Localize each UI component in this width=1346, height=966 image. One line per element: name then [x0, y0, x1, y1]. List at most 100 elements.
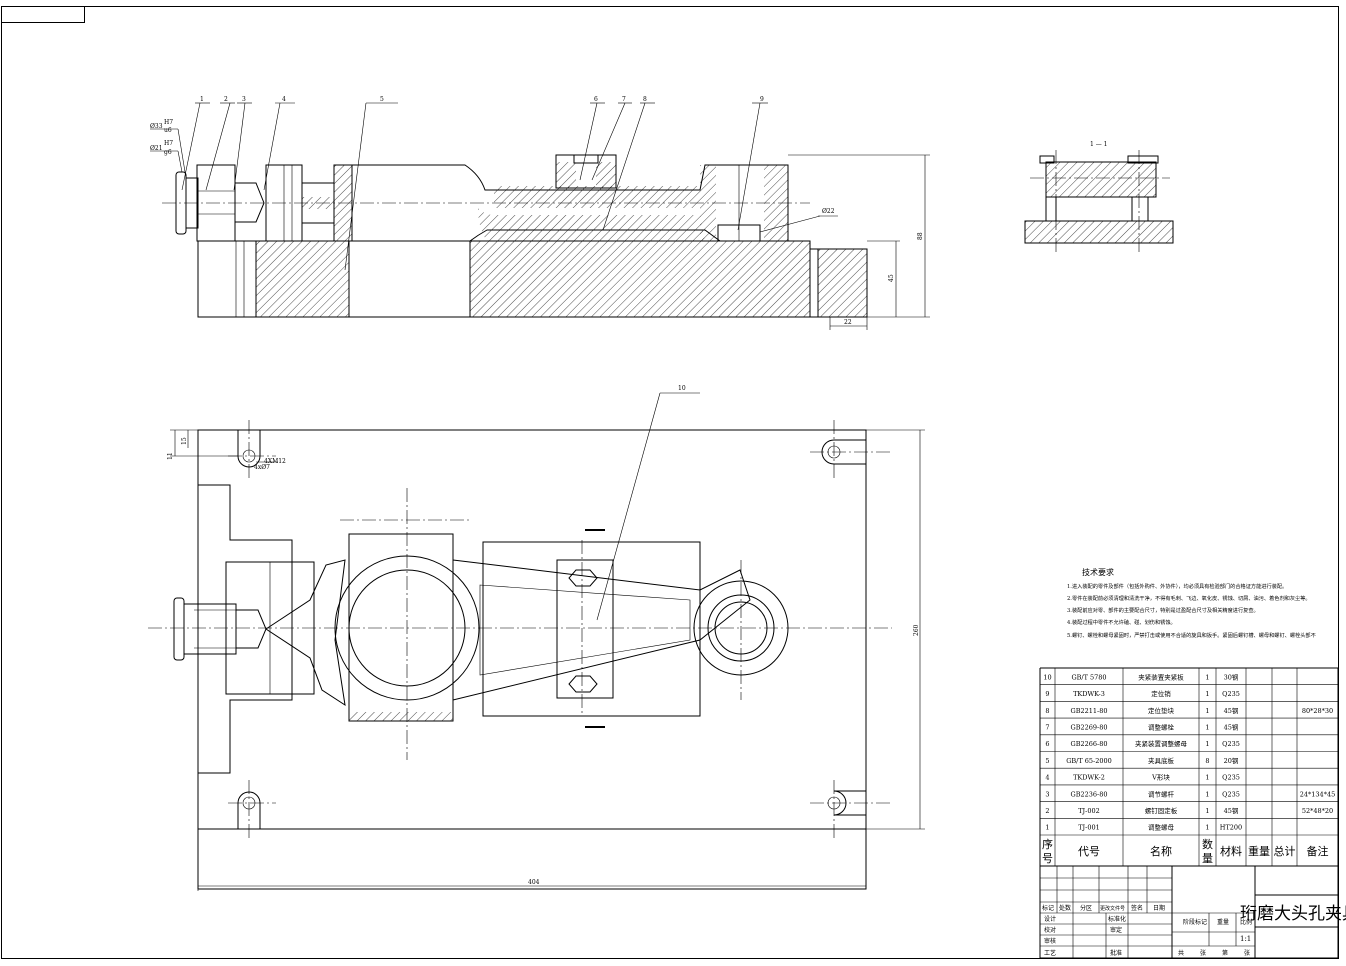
bom-row-10-mat: 30钢 [1224, 673, 1239, 681]
dim-slot-b: 4xØ7 [254, 464, 270, 471]
bom-row-9-mat: Q235 [1222, 690, 1240, 698]
scale-value: 1:1 [1240, 935, 1251, 943]
label-stage: 阶段标记 [1183, 918, 1207, 926]
bom-row-6-mat: Q235 [1222, 740, 1240, 748]
sheet-current-label: 第 [1222, 949, 1228, 957]
bom-header-code: 代号 [1078, 845, 1100, 858]
balloon-2: 2 [224, 96, 228, 103]
bom-row-6-qty: 1 [1205, 740, 1209, 748]
bom-row-2-code: TJ-002 [1078, 807, 1100, 815]
drawing-title: 珩磨大头孔夹具 [1240, 904, 1346, 924]
rev-label-date: 日期 [1153, 904, 1165, 912]
aux-view-label: 1 — 1 [1090, 141, 1107, 148]
bom-row-7-name: 调整螺栓 [1148, 722, 1175, 731]
label-check: 校对 [1044, 926, 1056, 934]
balloon-9: 9 [760, 96, 764, 103]
rev-label-docno: 更改文件号 [1100, 905, 1125, 912]
rev-label-zone: 分区 [1080, 904, 1092, 912]
bom-row-7-mat: 45钢 [1224, 723, 1239, 731]
dim-height-88: 88 [917, 232, 924, 240]
bom-row-2-note: 52*48*20 [1302, 807, 1333, 815]
bom-header-total: 总计 [1274, 844, 1296, 858]
bom-row-5-mat: 20钢 [1224, 757, 1239, 765]
dim-phi33: Ø33 [150, 123, 163, 130]
tech-req-item-2: 2.零件在装配前必须清理和清洗干净，不得有毛刺、飞边、氧化皮、锈蚀、切屑、油污、… [1067, 594, 1311, 602]
rev-label-sign: 签名 [1131, 904, 1143, 912]
dim-v15: 15 [181, 437, 188, 445]
bom-row-10-name: 夹紧装置夹紧板 [1138, 672, 1184, 681]
label-approve-check: 审定 [1110, 926, 1122, 934]
dim-total-height: 260 [913, 624, 920, 636]
label-process: 工艺 [1044, 949, 1056, 957]
balloon-8: 8 [643, 96, 647, 103]
bom-row-4-qty: 1 [1205, 774, 1209, 782]
bom-header-qty-a: 数 [1202, 838, 1213, 851]
label-design: 设计 [1044, 915, 1056, 923]
bom-header-no-a: 序 [1042, 837, 1053, 851]
bom-row-6-name: 夹紧装置调整螺母 [1135, 739, 1188, 748]
balloon-6: 6 [594, 96, 598, 103]
aux-side-view: 1 — 1 [1024, 141, 1174, 255]
tech-req-item-5: 5.螺钉、螺栓和螺母紧固时，严禁打击或使用不合适的旋具和扳手。紧固后螺钉槽、螺母… [1067, 631, 1316, 639]
bom-row-9-qty: 1 [1205, 690, 1209, 698]
corner-tag-box [1, 6, 85, 23]
bom-row-7-no: 7 [1045, 723, 1049, 731]
sheet-total-unit: 张 [1200, 949, 1206, 957]
bom-row-2-qty: 1 [1205, 807, 1209, 815]
bom-row-6-code: GB2266-80 [1071, 740, 1108, 748]
bom-row-1-no: 1 [1045, 824, 1049, 832]
bom-row-5-name: 夹具底板 [1148, 756, 1175, 765]
drawing-border [1, 6, 1339, 959]
label-scale: 比例 [1240, 918, 1252, 926]
bom-row-8-qty: 1 [1205, 707, 1209, 715]
dim-v11: 11 [167, 452, 174, 460]
bom-row-9-name: 定位销 [1151, 689, 1171, 698]
bom-row-3-qty: 1 [1205, 790, 1209, 798]
dim-total-width: 404 [528, 879, 540, 886]
bom-row-7-code: GB2269-80 [1071, 723, 1108, 731]
bom-row-6-no: 6 [1045, 740, 1049, 748]
dim-width-22: 22 [844, 319, 852, 326]
bom-row-2-name: 螺钉固定板 [1145, 806, 1178, 815]
bom-row-8-name: 定位垫块 [1148, 706, 1175, 715]
plan-view: 10 11 15 4XM12 4xØ7 260 404 [148, 385, 925, 891]
balloon-7: 7 [622, 96, 626, 103]
label-weight: 重量 [1217, 918, 1229, 926]
bom-row-4-code: TKDWK-2 [1073, 774, 1105, 782]
bom-header-name: 名称 [1150, 844, 1172, 858]
bom-row-4-mat: Q235 [1222, 774, 1240, 782]
bom-row-4-no: 4 [1045, 774, 1049, 782]
bom-row-1-code: TJ-001 [1078, 824, 1100, 832]
dim-phi22: Ø22 [822, 208, 835, 215]
bom-row-5-qty: 8 [1205, 757, 1209, 765]
balloon-4: 4 [282, 96, 286, 103]
bom-row-5-no: 5 [1045, 757, 1049, 765]
balloon-1: 1 [200, 96, 204, 103]
tech-req-item-1: 1.进入装配的零件及部件（包括外购件、外协件），均必须具有检验部门的合格证方能进… [1067, 582, 1287, 590]
bom-row-8-code: GB2211-80 [1071, 707, 1108, 715]
bom-header-wt: 重量 [1248, 844, 1270, 858]
dim-height-45: 45 [888, 274, 895, 282]
bom-row-10-qty: 1 [1205, 673, 1209, 681]
bom-row-4-name: V形块 [1151, 773, 1170, 782]
bom-row-9-code: TKDWK-3 [1073, 690, 1105, 698]
bom-header-mat: 材料 [1220, 844, 1242, 858]
label-approve: 批准 [1110, 949, 1122, 957]
dim-fit2-bot: g6 [164, 149, 172, 156]
bom-row-9-no: 9 [1045, 690, 1049, 698]
bom-row-3-code: GB2236-80 [1071, 790, 1108, 798]
label-standard: 标准化 [1108, 915, 1126, 923]
bom-row-10-no: 10 [1043, 673, 1051, 681]
bom-row-3-no: 3 [1045, 790, 1049, 798]
tech-req-item-4: 4.装配过程中零件不允许磕、碰、划伤和锈蚀。 [1067, 618, 1176, 626]
balloon-5: 5 [380, 96, 384, 103]
dim-fit2-top: H7 [164, 140, 173, 147]
tech-requirements: 技术要求 1.进入装配的零件及部件（包括外购件、外协件），均必须具有检验部门的合… [1067, 567, 1316, 639]
bom-header-no-b: 号 [1042, 852, 1053, 865]
balloon-10: 10 [678, 385, 686, 392]
bom-row-8-note: 80*28*30 [1302, 707, 1333, 715]
bom-row-3-name: 调节螺杆 [1148, 789, 1175, 798]
bom-row-1-qty: 1 [1205, 824, 1209, 832]
